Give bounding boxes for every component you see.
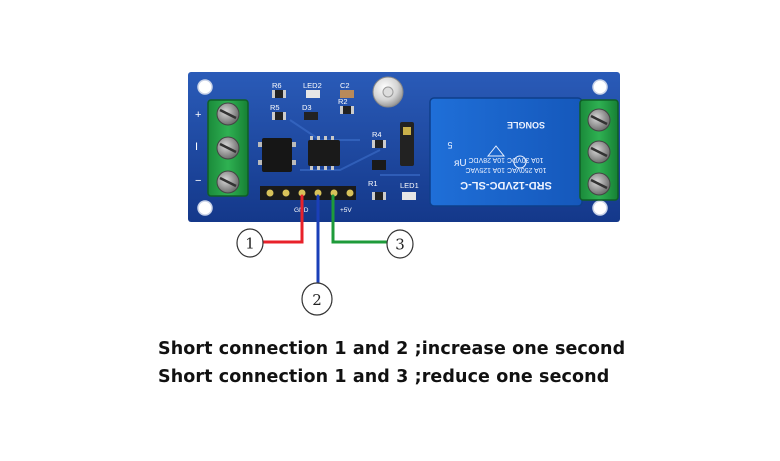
- relay-num: 5: [447, 140, 452, 150]
- smd-components: [272, 90, 416, 200]
- i-label: I: [195, 141, 198, 153]
- input-terminal-block: [207, 99, 249, 197]
- r2-label: R2: [338, 97, 348, 106]
- callout-1: 1: [236, 228, 264, 258]
- relay-model: SRD-12VDC-SL-C: [460, 179, 552, 191]
- r4-label: R4: [372, 130, 382, 139]
- timer-ic: [308, 140, 340, 166]
- r6-label: R6: [272, 81, 282, 90]
- plus-label: +: [195, 109, 201, 121]
- wire-3: [331, 194, 389, 244]
- mount-hole: [197, 200, 213, 216]
- jumper-wires: [260, 194, 389, 289]
- mount-hole: [592, 200, 608, 216]
- c2-label: C2: [340, 81, 350, 90]
- r5-label: R5: [270, 103, 280, 112]
- warning-triangle-icon: [486, 145, 506, 157]
- minus-label: −: [195, 175, 201, 187]
- callout-3: 3: [386, 229, 414, 259]
- callout-2: 2: [301, 282, 333, 316]
- callout-3-label: 3: [395, 236, 405, 254]
- instruction-line-2: Short connection 1 and 3 ;reduce one sec…: [158, 367, 610, 387]
- r1-label: R1: [368, 179, 378, 188]
- callout-2-label: 2: [312, 291, 322, 309]
- cqc-mark-icon: [513, 155, 527, 169]
- optocoupler-chip: [262, 138, 292, 172]
- mount-hole: [197, 79, 213, 95]
- instruction-line-1: Short connection 1 and 2 ;increase one s…: [158, 339, 626, 359]
- pin-header: [260, 186, 356, 200]
- relay-rating-2: 10A 30VDC 10A 28VDC: [468, 156, 543, 163]
- led2-label: LED2: [303, 81, 322, 90]
- output-terminal-block: [579, 99, 619, 201]
- ul-mark-icon: ᴙU: [454, 158, 467, 169]
- relay-rating-1: 10A 250VAC 10A 125VAC: [465, 166, 546, 173]
- plus5v-label: +5V: [340, 207, 352, 214]
- callout-1-label: 1: [245, 235, 255, 253]
- wire-1: [260, 194, 304, 244]
- relay: SRD-12VDC-SL-C 10A 250VAC 10A 125VAC 10A…: [429, 97, 583, 207]
- d3-label: D3: [302, 103, 312, 112]
- mount-hole: [592, 79, 608, 95]
- led1-label: LED1: [400, 181, 419, 190]
- relay-brand: SONGLE: [507, 120, 545, 130]
